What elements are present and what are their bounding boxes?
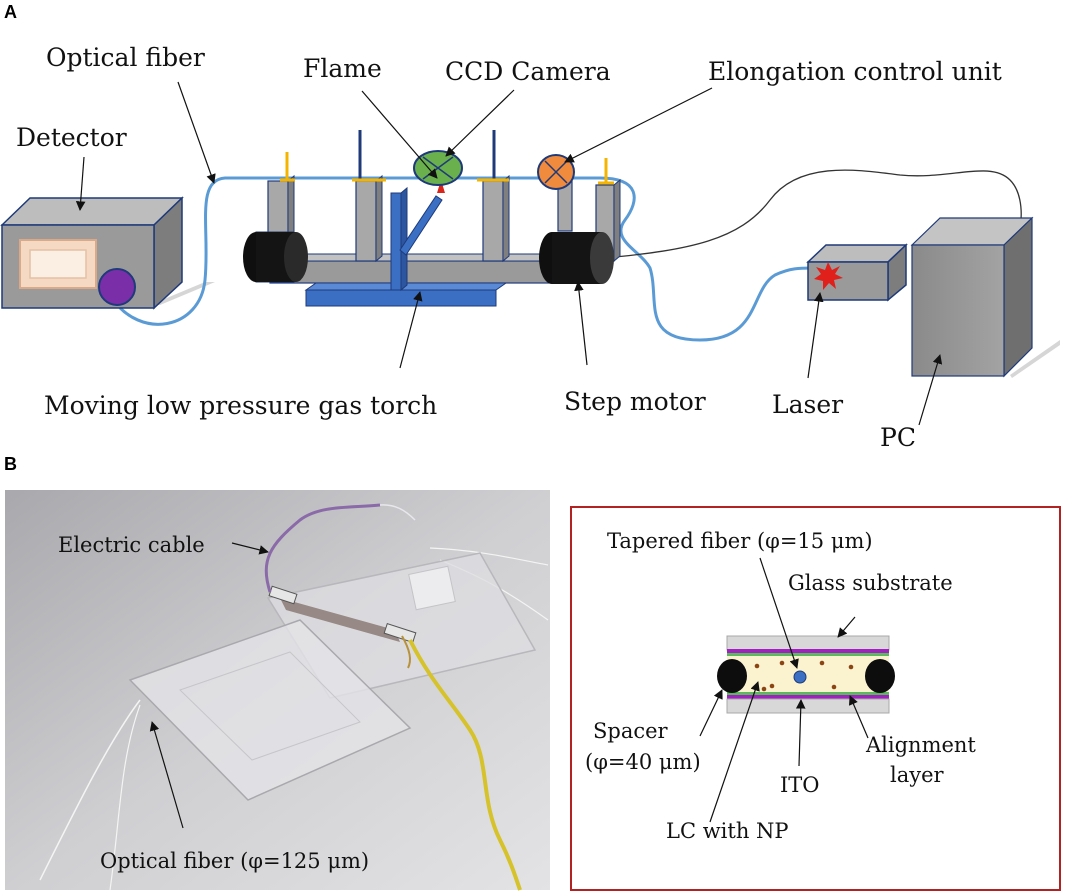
tapered-fiber-label: Tapered fiber (φ=15 μm) <box>607 529 873 553</box>
lc-np-arrow <box>709 681 760 823</box>
tapered-fiber-icon <box>793 670 807 684</box>
detector-shadow <box>150 282 215 305</box>
laser-label: Laser <box>772 390 843 419</box>
panel-a-tag: A <box>4 2 17 22</box>
torch-post <box>390 192 402 291</box>
detector-label: Detector <box>16 123 127 152</box>
device-photo: Electric cable Optical fiber (φ=125 μm) <box>5 490 550 891</box>
panel-a: A <box>0 2 1060 452</box>
optical-fiber-line <box>110 176 813 342</box>
alignment-layer-label: layer <box>890 763 945 787</box>
spacer-left <box>717 659 747 693</box>
ccd-arrow <box>445 89 515 157</box>
torch-base <box>304 282 508 307</box>
ccd-camera-icon <box>413 150 463 186</box>
panel-a-arrows <box>75 81 943 426</box>
alignment-label: Alignment <box>865 733 976 757</box>
cell-schematic-inset: Tapered fiber (φ=15 μm) Glass substrate … <box>570 506 1061 891</box>
electric-cable-label: Electric cable <box>58 533 205 557</box>
laser-arrow <box>807 292 824 379</box>
ccd-camera-label: CCD Camera <box>445 57 611 86</box>
flame-label: Flame <box>303 54 382 83</box>
fiber-holder-2 <box>352 130 386 263</box>
flame-arrow <box>361 90 438 179</box>
optical-fiber-arrow <box>177 81 216 184</box>
elongation-control-icon <box>537 154 575 190</box>
step-motor <box>539 232 614 284</box>
spacer-size-label: (φ=40 μm) <box>585 750 701 774</box>
pc-arrow <box>918 354 943 426</box>
flame-icon <box>437 180 445 193</box>
glass-substrate-arrow <box>837 616 856 638</box>
translation-rail <box>268 253 568 284</box>
fiber-holder-3 <box>477 130 510 263</box>
electric-cable-arrow <box>231 542 269 555</box>
pc-cable <box>604 169 1022 266</box>
control-unit-arrow <box>564 87 713 163</box>
optical-fiber-label: Optical fiber <box>46 43 205 72</box>
panel-b-tag: B <box>4 454 17 474</box>
laser-box <box>806 243 908 302</box>
panel-b: B <box>4 454 1061 891</box>
detector-port <box>98 268 136 306</box>
spacer-arrow <box>699 689 723 737</box>
detector-arrow <box>75 156 86 211</box>
lc-np-label: LC with NP <box>666 819 789 843</box>
laser-star-icon <box>814 262 843 290</box>
torch-arrow <box>399 291 423 369</box>
ito-label: ITO <box>780 773 820 797</box>
torch-nozzle <box>399 195 443 256</box>
spacer-label: Spacer <box>593 719 669 743</box>
step-motor-label: Step motor <box>564 387 706 416</box>
detector-box <box>0 196 184 310</box>
pc-label: PC <box>880 423 916 452</box>
lc-layer <box>727 656 889 692</box>
pc-shadow <box>1010 340 1060 378</box>
step-motor-arrow <box>574 281 588 366</box>
glass-substrate-label: Glass substrate <box>788 571 953 595</box>
photo-fiber-label: Optical fiber (φ=125 μm) <box>100 849 369 873</box>
moving-torch-label: Moving low pressure gas torch <box>44 391 437 420</box>
pc-tower <box>910 216 1034 378</box>
tapered-fiber-arrow <box>759 557 799 669</box>
elongation-control-label: Elongation control unit <box>708 57 1002 86</box>
photo-fiber-arrow <box>149 721 184 829</box>
spacer-right <box>865 659 895 693</box>
ito-arrow <box>795 699 806 767</box>
alignment-arrow <box>848 695 869 739</box>
left-motor <box>243 231 308 283</box>
